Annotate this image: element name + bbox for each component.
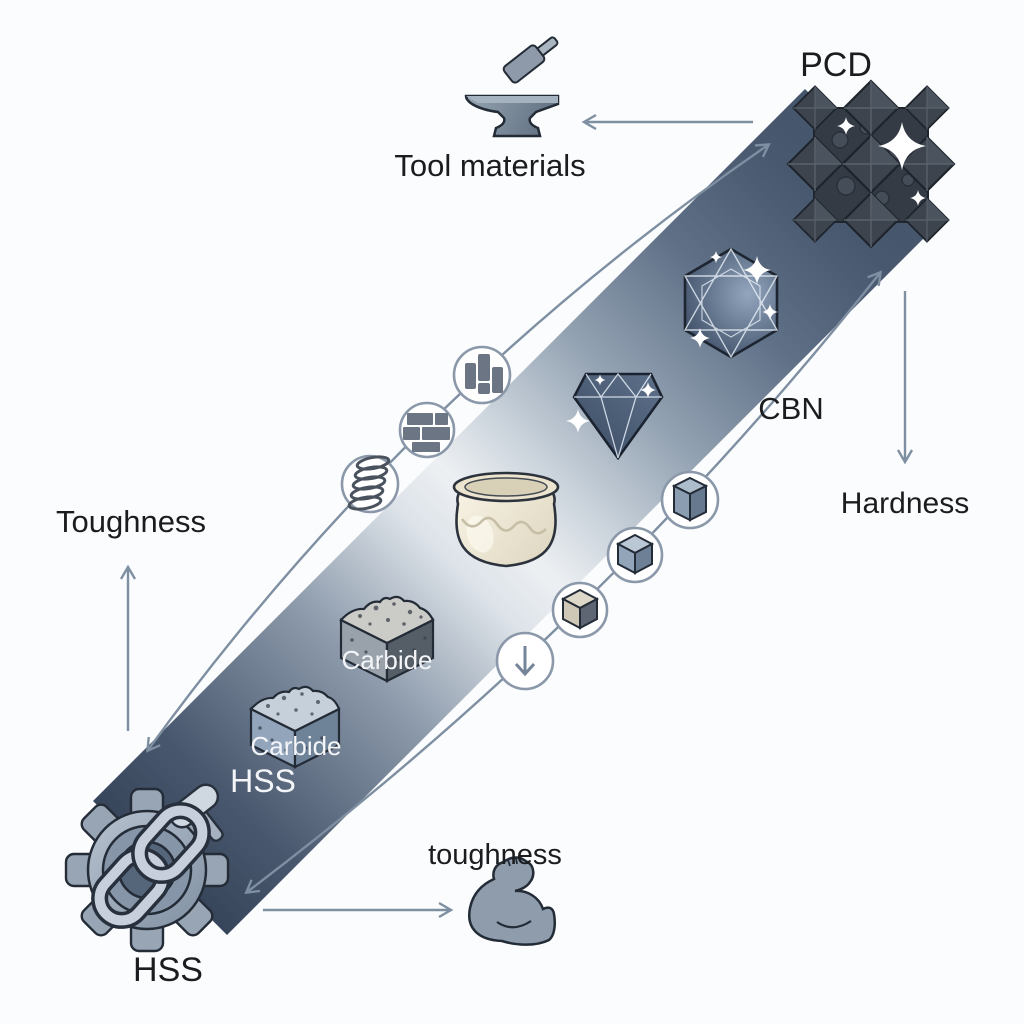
axis-arrows [119,113,914,919]
tool-materials-label: Tool materials [394,148,585,183]
vertical-bricks-icon [452,345,512,405]
left-edge-badges [340,345,512,514]
tan-cube-icon [551,581,609,639]
brick-wall-icon [398,401,456,459]
carbide-lower-label: Carbide [250,731,341,761]
anvil-hammer-icon [464,36,560,138]
diamond-gem-icon [566,372,664,461]
chain-links-icon [91,802,211,929]
blue-cube-icon [606,526,664,584]
ceramic-pot-icon [452,471,560,568]
hss-bottom-label: HSS [133,951,203,989]
tall-box-icon [660,470,720,530]
toughness-small-label: toughness [428,839,562,871]
carbide-upper-label: Carbide [341,645,432,675]
carbide-cube-lower-icon: Carbide [249,685,342,769]
carbide-cube-icon: Carbide [339,595,435,683]
cbn-label: CBN [758,391,823,426]
hammer-icon [502,36,559,84]
hss-band-label: HSS [230,763,296,799]
hardness-label: Hardness [841,487,969,520]
cbn-hexagon-crystal-icon [683,247,779,359]
down-arrow-icon [495,631,555,691]
gear-chain-icon [64,783,230,953]
toughness-label: Toughness [56,504,206,539]
spring-icon [340,454,400,514]
pcd-crystal-cluster-icon [786,79,956,249]
pcd-label: PCD [800,46,872,84]
right-edge-badges [495,470,720,691]
bicep-icon [467,856,557,946]
